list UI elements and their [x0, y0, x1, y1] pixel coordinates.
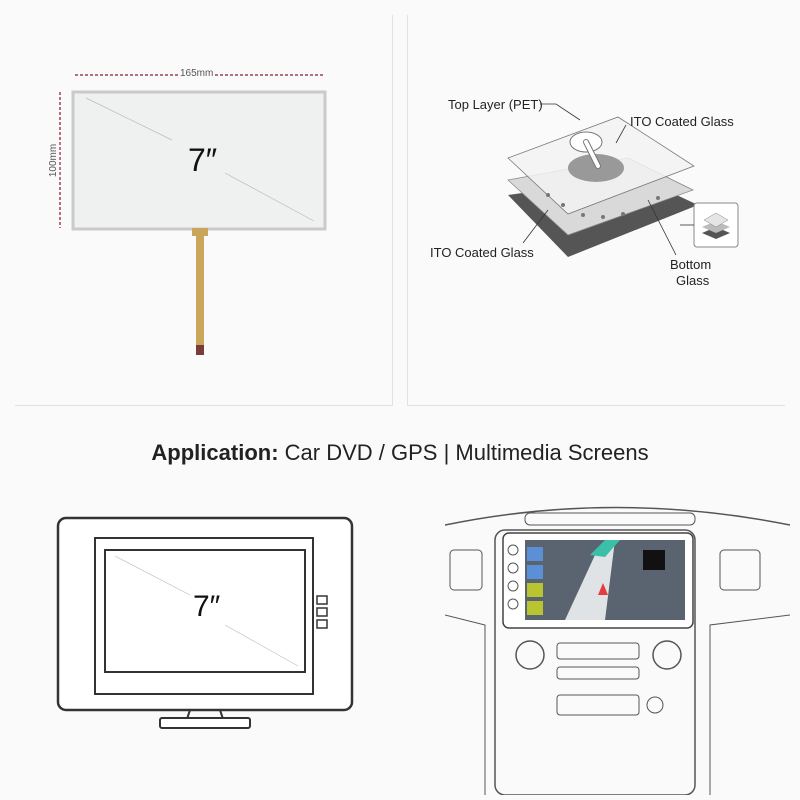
label-bottom: Bottom	[670, 257, 712, 272]
monitor-illustration: 7″	[50, 510, 360, 740]
dashboard-drawing	[444, 506, 791, 796]
car-dashboard-illustration	[444, 495, 791, 796]
height-dimension-label: 100mm	[48, 141, 60, 180]
layer-drawing	[507, 103, 739, 257]
width-dimension-label: 165mm	[178, 68, 216, 79]
label-ito-glass-bottom: ITO Coated Glass	[430, 245, 534, 260]
divider-vertical	[392, 15, 393, 405]
label-top-layer: Top Layer (PET)	[448, 97, 543, 112]
divider-horizontal-right	[407, 405, 785, 406]
headline-prefix: Application:	[151, 440, 279, 465]
divider-vertical-2	[407, 15, 408, 405]
monitor-size-label: 7″	[193, 590, 221, 623]
label-ito-glass-top: ITO Coated Glass	[630, 114, 734, 129]
touch-panel-image: 165mm 100mm 7″	[0, 0, 392, 400]
divider-horizontal-left	[15, 405, 393, 406]
monitor-drawing	[56, 516, 354, 729]
touch-panel-drawing	[59, 74, 327, 355]
panel-size-label: 7″	[188, 142, 218, 178]
layer-structure-diagram: Top Layer (PET) ITO Coated Glass ITO Coa…	[408, 0, 800, 400]
headline-text: Car DVD / GPS | Multimedia Screens	[278, 440, 649, 465]
label-glass: Glass	[676, 273, 710, 288]
application-headline: Application: Car DVD / GPS | Multimedia …	[0, 440, 800, 466]
